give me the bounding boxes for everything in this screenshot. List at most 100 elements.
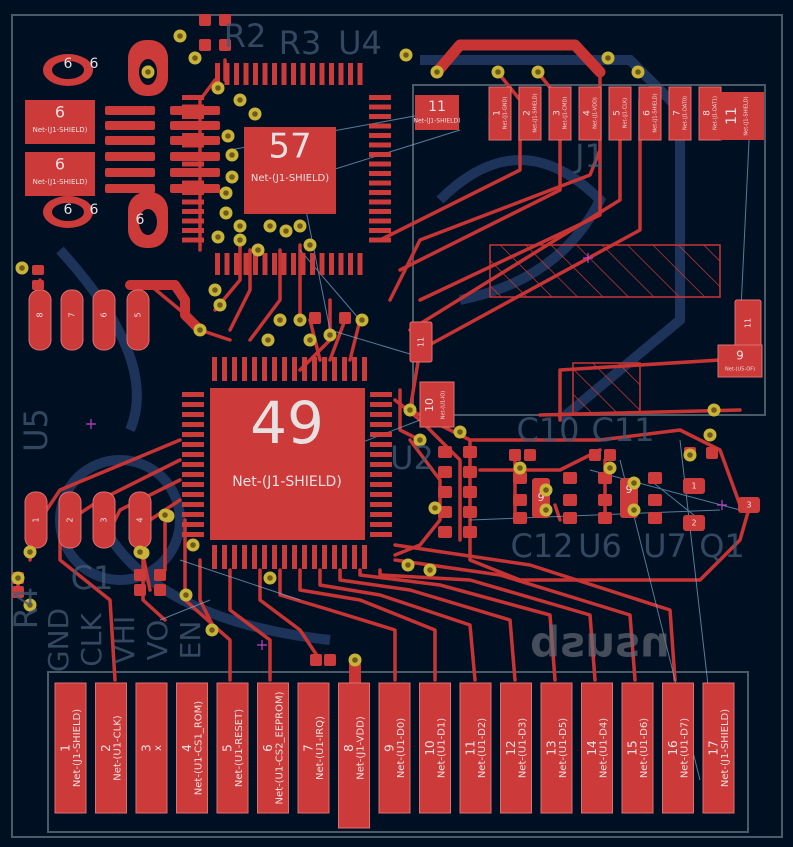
- via-hole-10: [223, 210, 229, 216]
- connector-finger-net-14: Net-(U1-D4): [599, 718, 610, 778]
- via-hole-52: [543, 487, 549, 493]
- u4-pin-bottom: [243, 253, 249, 275]
- sd-pin-net-1: Net-(J1-GND): [503, 97, 509, 130]
- cap-pad-10: [219, 14, 231, 26]
- via-hole-17: [255, 247, 261, 253]
- trace-11: [468, 438, 752, 582]
- via-hole-62: [162, 512, 168, 518]
- u1-chip-number: 49: [250, 389, 324, 457]
- u1-pin-right: [370, 442, 392, 447]
- sd-pin-2: [518, 86, 542, 141]
- sd-pin-num-8: 8: [703, 110, 713, 116]
- connector-finger-13: [540, 682, 573, 814]
- u4-pin-top: [310, 63, 315, 85]
- u4-pin-left: [182, 114, 204, 119]
- sd-pin-num-3: 3: [553, 110, 563, 116]
- connector-finger-num-1: 1: [59, 744, 73, 752]
- via-hole-5: [252, 111, 258, 117]
- u1-pin-top: [242, 357, 247, 381]
- trace-12: [478, 448, 602, 472]
- ratsnest-line-9: [649, 479, 701, 521]
- usb-shield-oval-bottom-label-2: 6: [90, 202, 99, 218]
- via-hole-11: [215, 234, 221, 240]
- via-hole-59: [15, 575, 21, 581]
- via-hole-37: [183, 592, 189, 598]
- u1-pin-left: [182, 502, 204, 507]
- side-pad-11-small-label: 11: [744, 318, 753, 328]
- connector-finger-6: [257, 682, 289, 814]
- cap-pad-9: [199, 14, 211, 26]
- left-pad-label: 7: [68, 312, 77, 317]
- resistor-pad-2: [32, 280, 44, 290]
- pad-9: [717, 344, 763, 378]
- silkscreen-ref-u7: U7: [643, 527, 687, 565]
- u1-pin-right: [370, 502, 392, 507]
- connector-finger-net-8: Net-(J1-VDD): [356, 716, 367, 780]
- smd-pad-9: [463, 506, 477, 518]
- usb-left-pad-2: [25, 152, 95, 196]
- u1-pin-top: [282, 357, 287, 381]
- side-pad-11-mid-label: 11: [417, 337, 426, 347]
- trace-40: [248, 248, 282, 342]
- u4-pin-right: [369, 133, 391, 138]
- pad-11-right-num: 11: [724, 107, 740, 125]
- u4-pin-left: [182, 180, 204, 186]
- u4-pin-right: [369, 114, 391, 119]
- usb-shield-oval-bottom-label: 6: [64, 202, 73, 218]
- u4-pin-bottom: [281, 253, 287, 275]
- via-hole-23: [297, 317, 303, 323]
- ratsnest-line-14: [179, 559, 301, 601]
- cap-pad-6: [706, 447, 718, 459]
- u1-pin-top: [212, 357, 217, 381]
- u1-pin-bottom: [252, 545, 257, 569]
- sd-pin-num-2: 2: [523, 110, 533, 116]
- silkscreen-side-clk: CLK: [75, 613, 108, 667]
- via-hole-54: [631, 480, 637, 486]
- connector-finger-1: [54, 682, 87, 814]
- connector-finger-num-2: 2: [99, 744, 113, 752]
- connector-finger-4: [176, 682, 208, 814]
- u1-pin-bottom: [222, 545, 227, 569]
- connector-finger-num-10: 10: [423, 740, 437, 755]
- u4-pin-left: [182, 228, 204, 233]
- cap-pad-3: [589, 449, 601, 461]
- u1-pin-bottom: [352, 545, 357, 569]
- u1-pin-bottom: [302, 545, 307, 569]
- keepout-zone-small: [572, 362, 641, 414]
- trace-33: [393, 558, 637, 682]
- u1-pin-left: [182, 402, 204, 407]
- pad-11-top: [415, 95, 459, 130]
- connector-finger-net-16: Net-(U1-D7): [680, 718, 691, 778]
- u1-pin-top: [302, 357, 307, 381]
- smd-pad-5: [438, 526, 452, 538]
- q1-pad-2-label: 2: [691, 519, 696, 528]
- via-hole-38: [209, 627, 215, 633]
- connector-finger-net-9: Net-(U1-D0): [396, 718, 407, 778]
- u1-pin-left: [182, 462, 204, 467]
- via-hole-8: [229, 174, 235, 180]
- u4-pin-top: [300, 63, 306, 85]
- trace-44: [348, 318, 362, 362]
- smd-pad-17: [598, 472, 612, 484]
- via-hole-26: [327, 332, 333, 338]
- connector-finger-12: [500, 682, 532, 814]
- via-hole-28: [407, 407, 413, 413]
- silkscreen-ref-q1: Q1: [699, 527, 745, 565]
- u1-pin-right: [370, 402, 392, 407]
- u1-pin-right: [370, 422, 392, 427]
- u1-pin-right: [370, 432, 392, 437]
- u1-pin-right: [370, 412, 392, 417]
- u4-pin-top: [338, 63, 344, 85]
- u4-pin-top: [253, 63, 258, 85]
- silkscreen-ref-c1: C1: [71, 559, 114, 597]
- via-hole-44: [605, 55, 611, 61]
- connector-finger-net-6: Net-(U1-CS2_EEPROM): [275, 691, 286, 804]
- smd-pad-21: [648, 494, 662, 506]
- u1-pin-top: [312, 357, 317, 381]
- via-hole-7: [229, 152, 235, 158]
- usb-shield-hole-bottom: [52, 203, 84, 221]
- smd-pad-8: [463, 486, 477, 498]
- via-hole-61: [137, 549, 143, 555]
- via-hole-29: [417, 437, 423, 443]
